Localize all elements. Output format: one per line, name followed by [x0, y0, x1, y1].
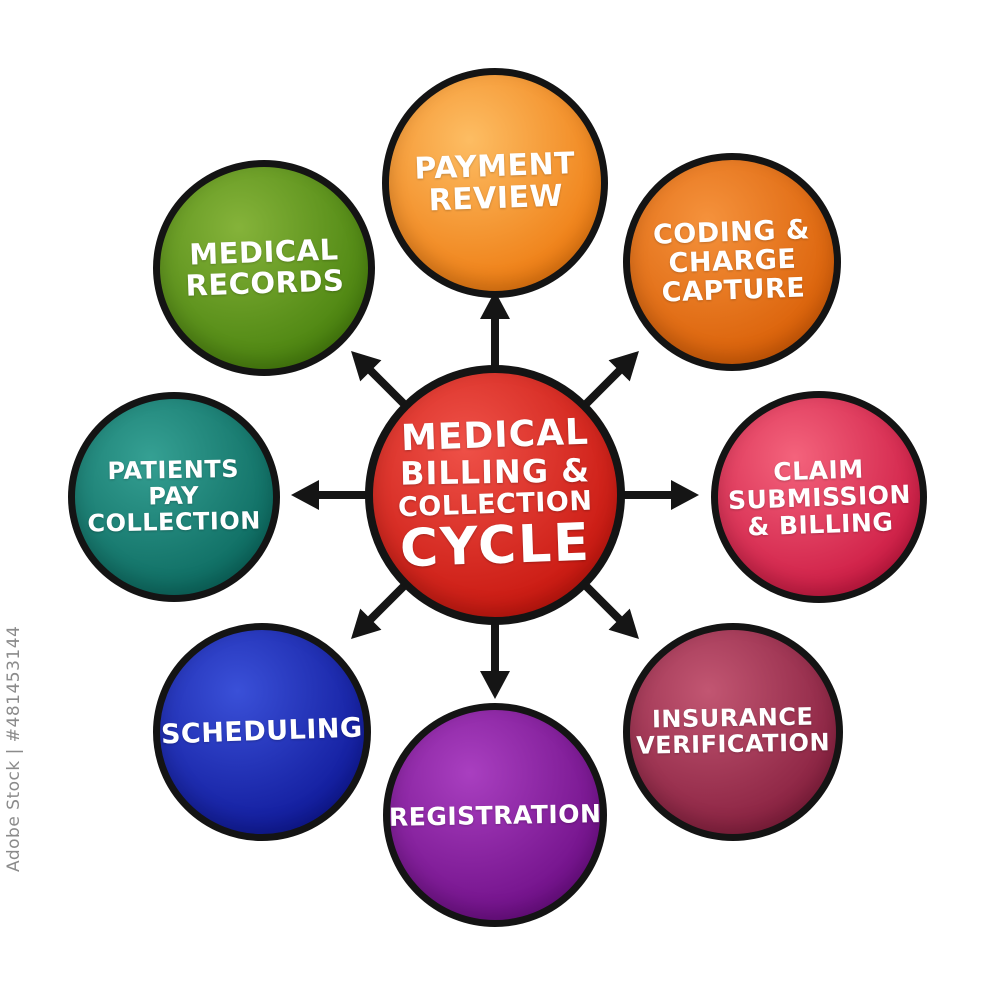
node-payment-review-label: PAYMENT REVIEW [413, 145, 576, 219]
node-medical-records-label: MEDICAL RECORDS [184, 232, 345, 303]
node-insurance-verification-label: INSURANCE VERIFICATION [636, 702, 831, 760]
center-node-medical-billing-collection-cycle: MEDICAL BILLING & COLLECTION CYCLE [365, 365, 625, 625]
node-scheduling-label: SCHEDULING [160, 712, 364, 751]
center-line-4: CYCLE [398, 512, 592, 580]
node-coding-charge-capture-label: CODING & CHARGE CAPTURE [652, 214, 810, 310]
node-patients-pay-collection: PATIENTS PAY COLLECTION [68, 392, 280, 602]
node-payment-review: PAYMENT REVIEW [382, 68, 608, 298]
node-patients-pay-collection-label: PATIENTS PAY COLLECTION [87, 454, 262, 538]
node-registration-label: REGISTRATION [388, 798, 602, 832]
node-claim-submission-billing-label: CLAIM SUBMISSION & BILLING [727, 453, 911, 542]
node-claim-submission-billing: CLAIM SUBMISSION & BILLING [711, 391, 927, 603]
center-line-2: BILLING & [399, 451, 591, 493]
watermark-text: Adobe Stock | #481453144 [4, 625, 24, 872]
node-registration: REGISTRATION [383, 703, 607, 927]
center-node-label: MEDICAL BILLING & COLLECTION CYCLE [397, 412, 592, 580]
node-medical-records: MEDICAL RECORDS [153, 160, 375, 376]
node-coding-charge-capture: CODING & CHARGE CAPTURE [623, 153, 841, 371]
node-scheduling: SCHEDULING [153, 623, 371, 841]
node-insurance-verification: INSURANCE VERIFICATION [623, 623, 843, 841]
